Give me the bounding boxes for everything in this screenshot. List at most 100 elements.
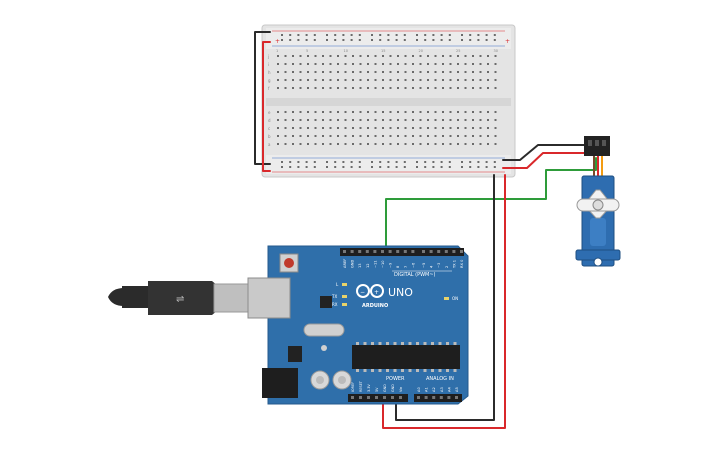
- row-label: g: [268, 78, 271, 83]
- rail-hole: [297, 161, 300, 163]
- breadboard-hole: [284, 135, 287, 137]
- breadboard-hole: [389, 71, 392, 73]
- usb-cable[interactable]: ⇌: [108, 281, 251, 315]
- servo-label-area: [590, 218, 606, 246]
- rail-hole: [440, 34, 443, 36]
- rail-hole: [477, 166, 480, 168]
- breadboard-hole: [464, 111, 467, 113]
- breadboard-hole: [479, 119, 482, 121]
- breadboard-hole: [307, 143, 309, 145]
- wire-black-gnd[interactable]: [395, 174, 495, 421]
- breadboard-hole: [419, 87, 422, 89]
- breadboard-hole: [322, 71, 324, 73]
- wire-green-signal[interactable]: [385, 157, 597, 249]
- reset-button-cap: [284, 258, 294, 268]
- connector-pin-2: [595, 140, 599, 146]
- logo-plus: +: [374, 289, 379, 296]
- rail-hole: [403, 34, 406, 36]
- breadboard-hole: [382, 127, 384, 129]
- breadboard-hole: [397, 87, 399, 89]
- breadboard-hole: [457, 55, 459, 57]
- breadboard-hole: [419, 143, 422, 145]
- wire-black-to-servo[interactable]: [502, 144, 589, 161]
- breadboard-hole: [404, 119, 407, 121]
- breadboard-hole: [464, 87, 467, 89]
- breadboard-hole: [374, 79, 377, 81]
- breadboard-hole: [329, 127, 332, 129]
- wire-red-5v[interactable]: [382, 174, 506, 429]
- breadboard-hole: [472, 55, 474, 57]
- breadboard-hole: [322, 127, 324, 129]
- breadboard-hole: [434, 119, 437, 121]
- breadboard-hole: [442, 111, 444, 113]
- breadboard-hole: [487, 71, 489, 73]
- rail-hole: [440, 161, 443, 163]
- breadboard-hole: [359, 135, 362, 137]
- breadboard-hole: [389, 55, 392, 57]
- rail-hole: [432, 161, 435, 163]
- breadboard-hole: [329, 135, 332, 137]
- header-hole: [358, 250, 362, 253]
- rail-hole: [387, 34, 390, 36]
- rail-hole: [448, 34, 451, 36]
- breadboard-hole: [457, 87, 459, 89]
- header-hole: [350, 250, 354, 253]
- power-pin-label: Vin: [399, 387, 403, 392]
- breadboard-hole: [472, 63, 474, 65]
- header-hole: [343, 250, 346, 253]
- breadboard-hole: [299, 111, 302, 113]
- breadboard-hole: [412, 79, 414, 81]
- breadboard-hole: [419, 119, 422, 121]
- rail-hole: [469, 34, 472, 36]
- analog-label: ANALOG IN: [426, 376, 454, 382]
- breadboard-hole: [494, 55, 497, 57]
- header-hole: [452, 250, 456, 253]
- breadboard-hole: [284, 111, 287, 113]
- breadboard-hole: [472, 119, 474, 121]
- rail-hole: [342, 166, 345, 168]
- wire-red-rail-left[interactable]: [262, 41, 271, 172]
- breadboard-hole: [322, 55, 324, 57]
- breadboard-hole: [352, 79, 354, 81]
- rail-hole: [342, 39, 345, 41]
- header-hole: [399, 396, 402, 399]
- breadboard-hole: [374, 63, 377, 65]
- breadboard-hole: [292, 87, 294, 89]
- header-hole: [373, 250, 377, 253]
- breadboard-hole: [307, 87, 309, 89]
- digital-pin-label: AREF: [343, 259, 347, 268]
- rail-hole: [281, 166, 283, 168]
- rail-hole: [403, 161, 406, 163]
- header-hole: [381, 250, 384, 253]
- analog-pin-label: A5: [455, 387, 459, 392]
- breadboard-hole: [404, 87, 407, 89]
- breadboard-hole: [449, 55, 452, 57]
- chip-pin: [401, 342, 404, 345]
- rail-hole: [493, 39, 496, 41]
- breadboard-hole: [487, 111, 489, 113]
- rail-hole: [326, 39, 328, 41]
- rail-hole: [395, 166, 398, 168]
- breadboard-hole: [487, 87, 489, 89]
- servo-motor[interactable]: [575, 136, 621, 267]
- chip-pin: [423, 369, 427, 372]
- wires: [254, 31, 597, 429]
- header-hole: [455, 396, 458, 399]
- rail-plus-label-right: +: [505, 38, 510, 45]
- breadboard-hole: [367, 87, 369, 89]
- wire-red-to-servo[interactable]: [502, 152, 593, 169]
- rail-hole: [379, 161, 382, 163]
- breadboard-hole: [389, 111, 392, 113]
- breadboard-hole: [337, 63, 339, 65]
- breadboard-hole: [389, 143, 392, 145]
- rail-hole: [469, 166, 472, 168]
- breadboard-hole: [397, 135, 399, 137]
- breadboard-hole: [367, 111, 369, 113]
- breadboard-hole: [442, 55, 444, 57]
- breadboard-hole: [367, 79, 369, 81]
- breadboard-hole: [442, 143, 444, 145]
